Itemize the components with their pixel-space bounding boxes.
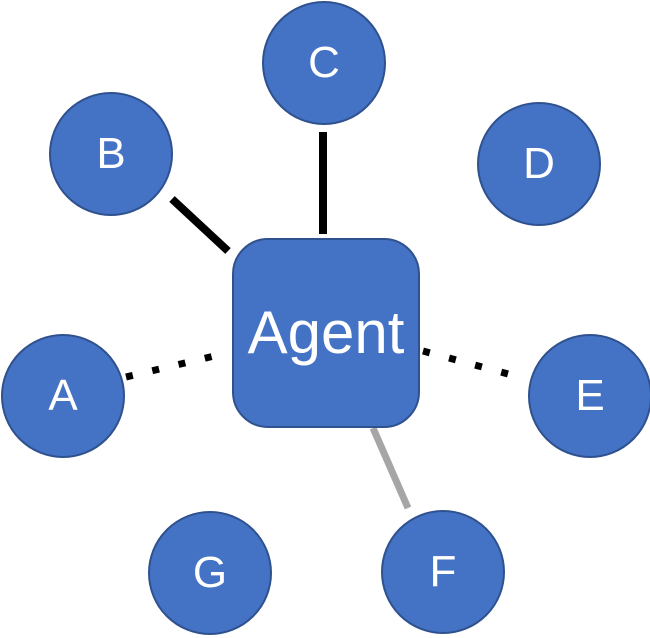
node-label-a: A bbox=[48, 371, 78, 420]
node-label-d: D bbox=[523, 139, 555, 188]
node-e: E bbox=[528, 334, 650, 458]
node-d: D bbox=[477, 102, 601, 226]
node-label-g: G bbox=[192, 548, 228, 597]
node-agent: Agent bbox=[232, 238, 420, 428]
node-label-e: E bbox=[575, 371, 605, 420]
edge-f-agent-solid bbox=[369, 426, 412, 510]
node-b: B bbox=[49, 92, 173, 216]
node-a: A bbox=[1, 334, 125, 458]
node-c: C bbox=[262, 1, 386, 125]
node-f: F bbox=[381, 510, 505, 634]
node-label-c: C bbox=[308, 38, 340, 87]
node-g: G bbox=[148, 511, 272, 635]
edge-b-agent-solid bbox=[169, 196, 231, 254]
node-label-b: B bbox=[96, 129, 126, 178]
node-label-agent: Agent bbox=[247, 299, 405, 366]
edge-e-agent-dotted bbox=[422, 347, 524, 382]
node-label-f: F bbox=[429, 547, 457, 596]
